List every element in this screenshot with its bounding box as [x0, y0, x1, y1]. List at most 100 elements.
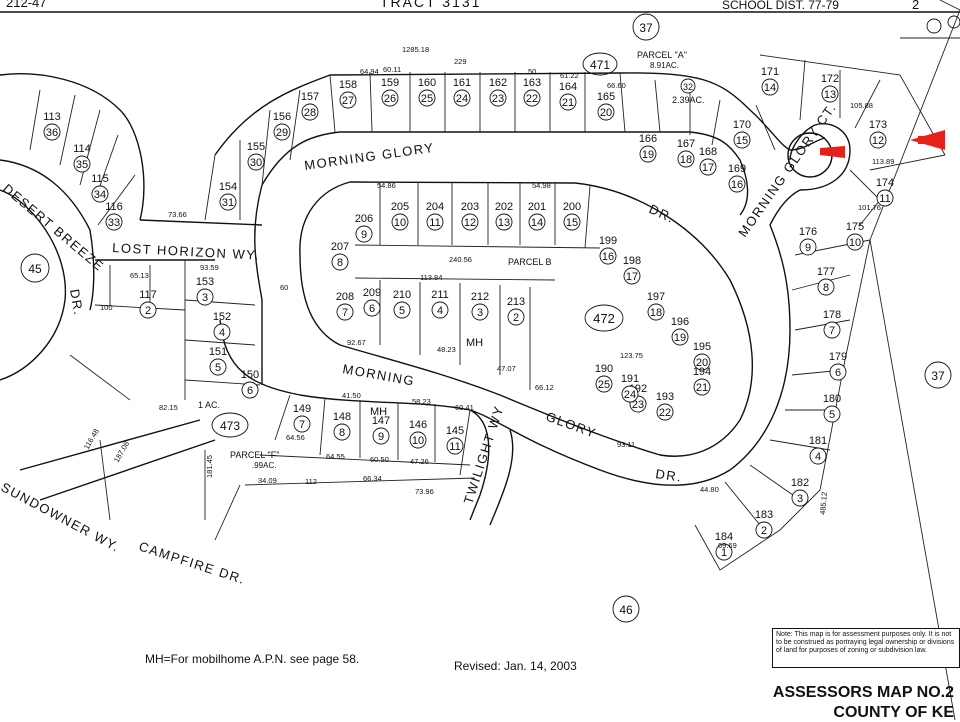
svg-text:50: 50 [528, 67, 536, 76]
page-ref-472[interactable]: 472 [584, 304, 624, 332]
lot-number: 34 [94, 189, 106, 201]
svg-text:181.45: 181.45 [205, 455, 214, 478]
lot-number: 30 [250, 157, 262, 169]
mh-label-inner: MH [466, 337, 483, 349]
lot-circle [699, 158, 717, 176]
apn-number: 148 [333, 411, 351, 423]
lot-number: 13 [824, 89, 836, 101]
morning-glory-inner-north [261, 131, 749, 216]
lot-number: 22 [659, 407, 671, 419]
apn-number: 209 [363, 287, 381, 299]
apn-number: 167 [677, 138, 695, 150]
lot-number: 28 [304, 107, 316, 119]
page-ref-37-top[interactable]: 37 [632, 13, 660, 41]
apn-number: 147 [372, 415, 390, 427]
lot-circle [446, 437, 464, 455]
lot-circle [528, 213, 546, 231]
lot-circle [829, 363, 847, 381]
page-ref-471[interactable]: 471 [582, 52, 618, 76]
page-ref-37-right[interactable]: 37 [924, 361, 952, 389]
lot-circle [355, 225, 373, 243]
page-ref-45[interactable]: 45 [20, 253, 50, 283]
lot-number: 6 [247, 385, 253, 397]
lot-circle [671, 328, 689, 346]
svg-text:37: 37 [931, 369, 945, 383]
page-ref-46[interactable]: 46 [612, 595, 640, 623]
lot-number: 14 [764, 82, 776, 94]
lot-circle [471, 303, 489, 321]
page-ref-473[interactable]: 473 [211, 412, 249, 438]
street-desert-breeze: DESERT BREEZE [0, 181, 107, 274]
mh-footnote: MH=For mobilhome A.P.N. see page 58. [145, 652, 359, 666]
